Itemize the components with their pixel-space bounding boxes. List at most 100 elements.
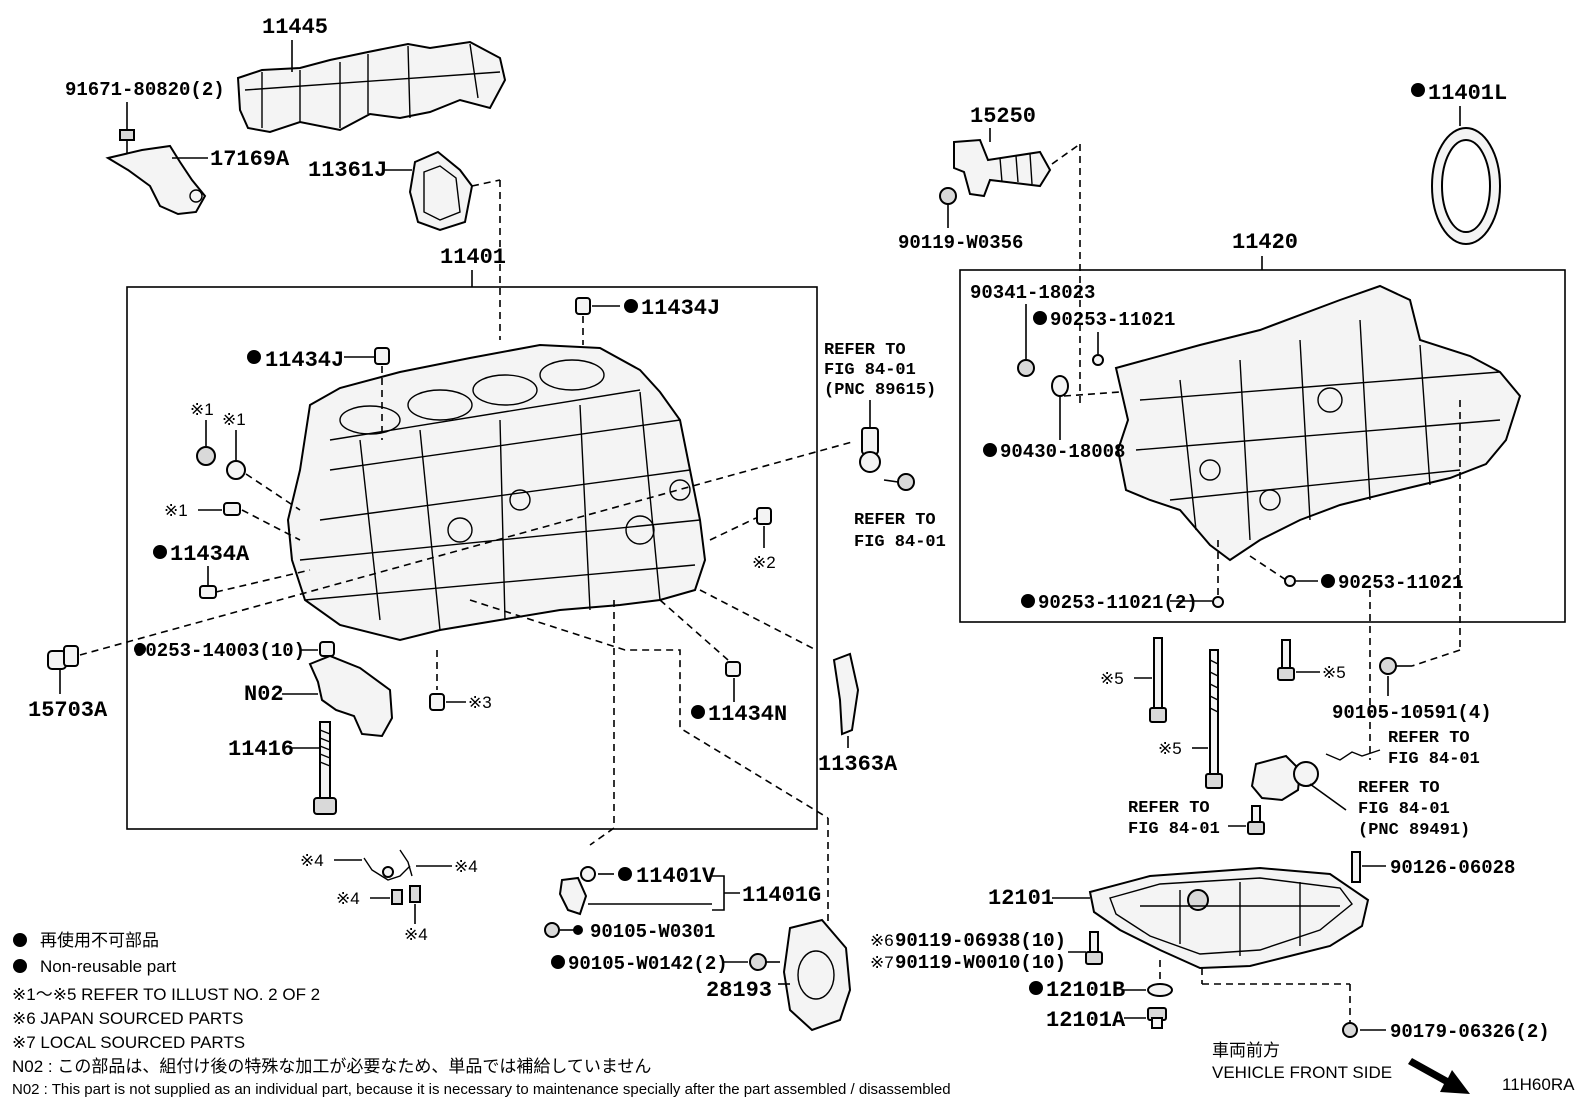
ref-refer-to: REFER TO: [824, 341, 906, 360]
bolt-90105-w0301-part: [544, 922, 560, 938]
gasket-90253-part: [1092, 354, 1104, 366]
ref-fig: FIG 84-01: [824, 361, 916, 380]
nonreusable-dot: [1033, 311, 1047, 325]
legend-jp-nonreusable: 再使用不可部品: [40, 930, 159, 950]
bolt-11416-part: [313, 721, 337, 815]
nonreusable-dot: [983, 443, 997, 457]
symbol-x5: ※5: [1158, 739, 1182, 758]
label-90253-11021-b: 90253-11021: [1338, 572, 1463, 594]
label-17169a: 17169A: [210, 147, 290, 172]
label-15250: 15250: [970, 104, 1036, 129]
ref-pnc-89615: (PNC 89615): [824, 381, 936, 400]
symbol-x4: ※4: [454, 857, 478, 876]
label-90253-11021-2: 90253-11021(2): [1038, 592, 1198, 614]
ref-refer-to: REFER TO: [1128, 799, 1210, 818]
bolt-x4-part: [391, 889, 403, 905]
o-ring-part: [580, 866, 596, 882]
symbol-x5: ※5: [1322, 663, 1346, 682]
front-arrow-icon: [1408, 1058, 1470, 1094]
front-side-jp: 車両前方: [1212, 1041, 1280, 1060]
legend-dot: [13, 959, 27, 973]
plug-90341-part: [1017, 359, 1035, 377]
bracket-17169a-part: [105, 144, 207, 216]
figure-code: 11H60RA: [1502, 1075, 1575, 1094]
label-90341-18023: 90341-18023: [970, 282, 1095, 304]
label-90126-06028: 90126-06028: [1390, 857, 1515, 879]
nonreusable-dot: [1021, 594, 1035, 608]
legend-n02-en: N02 : This part is not supplied as an in…: [12, 1081, 951, 1098]
sensor-89491-part: [1250, 754, 1319, 802]
oil-seal-11401l-part: [1431, 127, 1501, 245]
nonreusable-dot: [691, 705, 705, 719]
cylinder-block-part: [286, 343, 707, 642]
label-90119-w0356: 90119-W0356: [898, 232, 1023, 254]
oil-jet-part: [558, 876, 588, 916]
plug-15703a-part: [47, 645, 79, 670]
symbol-x1: ※1: [222, 410, 246, 429]
legend-dot: [13, 933, 27, 947]
nonreusable-dot: [551, 955, 565, 969]
label-90105-w0301: 90105-W0301: [590, 921, 715, 943]
nonreusable-dot: [153, 545, 167, 559]
ref-fig: FIG 84-01: [1358, 800, 1450, 819]
legend-refer-illust: ※1～※5 REFER TO ILLUST NO. 2 OF 2: [12, 985, 320, 1004]
legend-n02-jp: N02 : この部品は、組付け後の特殊な加工が必要なため、単品では補給していませ…: [12, 1057, 651, 1076]
engine-cover-part: [236, 40, 507, 134]
symbol-x4: ※4: [336, 889, 360, 908]
sensor-89615-part: [859, 427, 881, 473]
bolt-90119-part: [1085, 931, 1103, 965]
symbol-x3: ※3: [468, 693, 492, 712]
ocv-15250-part: [953, 138, 1052, 198]
label-11445: 11445: [262, 15, 328, 40]
stud-90126-part: [1351, 851, 1361, 883]
pin-11434n-part: [725, 661, 741, 677]
crankcase-11420-part: [1114, 284, 1522, 562]
bolt-90119-w0356-part: [939, 187, 957, 228]
label-12101: 12101: [988, 886, 1054, 911]
legend-japan-sourced: ※6 JAPAN SOURCED PARTS: [12, 1009, 244, 1028]
seal-11363a-part: [832, 652, 860, 736]
symbol-x1: ※1: [190, 400, 214, 419]
label-11401g: 11401G: [742, 883, 821, 908]
label-90119-w0010: 90119-W0010(10): [895, 952, 1066, 974]
bolt-90105-w0142-part: [749, 953, 780, 971]
symbol-x2: ※2: [752, 553, 776, 572]
label-11401v: 11401V: [636, 864, 716, 889]
label-11434n: 11434N: [708, 702, 787, 727]
label-90105-10591: 90105-10591(4): [1332, 702, 1492, 724]
symbol-x6: ※6: [870, 931, 894, 950]
label-n02: N02: [244, 682, 284, 707]
nonreusable-dot: [618, 867, 632, 881]
gasket-11361j-part: [408, 150, 474, 232]
symbol-x5: ※5: [1100, 669, 1124, 688]
bolt-x5-b-part: [1205, 649, 1223, 789]
label-11416: 11416: [228, 737, 294, 762]
pin-11434j-left-part: [374, 347, 390, 365]
symbol-x4: ※4: [300, 851, 324, 870]
ref-refer-to: REFER TO: [1388, 729, 1470, 748]
bolt-refer-part: [883, 473, 915, 491]
nonreusable-dot: [247, 350, 261, 364]
bearing-cap-n02-part: [308, 654, 394, 738]
label-12101b: 12101B: [1046, 978, 1125, 1003]
label-90253-11021-a: 90253-11021: [1050, 309, 1175, 331]
bolt-refer-b-part: [1247, 805, 1265, 835]
drain-plug-12101a-part: [1147, 1007, 1167, 1029]
ref-refer-to: REFER TO: [1358, 779, 1440, 798]
ref-refer-to: REFER TO: [854, 511, 936, 530]
gasket-12101b-part: [1147, 983, 1173, 997]
pin-x2-part: [756, 507, 772, 525]
gasket-28193-part: [782, 918, 852, 1032]
nonreusable-dot: [1321, 574, 1335, 588]
symbol-x4: ※4: [404, 925, 428, 944]
bolt-x5-a-part: [1149, 637, 1167, 723]
label-11363a: 11363A: [818, 752, 898, 777]
legend-en-nonreusable: Non-reusable part: [40, 957, 176, 976]
label-11434j-left: 11434J: [265, 348, 344, 373]
harness-clip-part: [363, 849, 413, 881]
label-11401l: 11401L: [1428, 81, 1507, 106]
label-91671-80820: 91671-80820(2): [65, 79, 225, 101]
label-28193: 28193: [706, 978, 772, 1003]
